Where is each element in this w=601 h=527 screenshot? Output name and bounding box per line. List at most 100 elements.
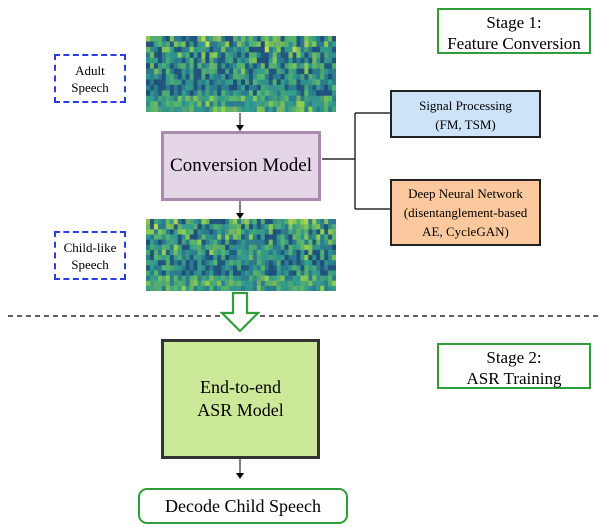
spectrogram-cell bbox=[268, 280, 274, 287]
spectrogram-cell bbox=[320, 36, 325, 42]
spectrogram-cell bbox=[157, 46, 163, 53]
spectrogram-cell bbox=[288, 249, 293, 256]
spectrogram-cell bbox=[177, 265, 183, 271]
spectrogram-cell bbox=[197, 224, 202, 230]
spectrogram-cell bbox=[185, 239, 190, 246]
spectrogram-cell bbox=[308, 106, 313, 112]
spectrogram-cell bbox=[233, 265, 238, 271]
spectrogram-cell bbox=[205, 79, 210, 86]
spectrogram-cell bbox=[197, 106, 202, 112]
spectrogram-cell bbox=[300, 265, 305, 271]
spectrogram-cell bbox=[233, 255, 238, 261]
spectrogram-cell bbox=[320, 275, 325, 282]
spectrogram-cell bbox=[284, 244, 289, 251]
spectrogram-cell bbox=[312, 106, 317, 112]
spectrogram-cell bbox=[181, 79, 186, 86]
spectrogram-cell bbox=[205, 106, 210, 112]
spectrogram-cell bbox=[308, 219, 313, 225]
spectrogram-cell bbox=[328, 219, 333, 225]
spectrogram-cell bbox=[260, 234, 266, 240]
spectrogram-cell bbox=[149, 224, 155, 230]
spectrogram-cell bbox=[304, 280, 309, 287]
spectrogram-cell bbox=[149, 249, 155, 256]
spectrogram-cell bbox=[205, 285, 210, 291]
spectrogram-cell bbox=[288, 84, 293, 91]
spectrogram-cell bbox=[332, 57, 336, 64]
spectrogram-cell bbox=[292, 265, 297, 271]
spectrogram-cell bbox=[217, 255, 222, 261]
spectrogram-cell bbox=[320, 79, 325, 86]
spectrogram-cell bbox=[300, 90, 305, 97]
spectrogram-cell bbox=[276, 260, 281, 266]
spectrogram-cell bbox=[292, 270, 297, 276]
spectrogram-cell bbox=[264, 265, 270, 271]
spectrogram-cell bbox=[181, 95, 186, 102]
spectrogram-cell bbox=[169, 41, 175, 48]
spectrogram-cell bbox=[233, 239, 238, 246]
spectrogram-cell bbox=[173, 275, 179, 282]
spectrogram-cell bbox=[272, 260, 278, 266]
spectrogram-cell bbox=[161, 255, 167, 261]
spectrogram-cell bbox=[229, 52, 234, 59]
spectrogram-cell bbox=[229, 36, 234, 42]
spectrogram-cell bbox=[201, 57, 206, 64]
spectrogram-cell bbox=[157, 275, 163, 282]
spectrogram-cell bbox=[185, 234, 190, 240]
spectrogram-cell bbox=[185, 280, 190, 287]
spectrogram-cell bbox=[308, 270, 313, 276]
spectrogram-cell bbox=[288, 260, 293, 266]
spectrogram-cell bbox=[241, 101, 246, 107]
spectrogram-cell bbox=[209, 41, 214, 48]
spectrogram-cell bbox=[304, 101, 309, 107]
spectrogram-cell bbox=[189, 270, 194, 276]
spectrogram-cell bbox=[146, 285, 151, 291]
spectrogram-cell bbox=[252, 234, 258, 240]
spectrogram-cell bbox=[304, 79, 309, 86]
spectrogram-cell bbox=[308, 260, 313, 266]
spectrogram-cell bbox=[320, 224, 325, 230]
spectrogram-cell bbox=[316, 74, 321, 80]
spectrogram-cell bbox=[217, 106, 222, 112]
spectrogram-cell bbox=[324, 46, 329, 53]
spectrogram-cell bbox=[225, 79, 230, 86]
spectrogram-cell bbox=[185, 229, 190, 235]
spectrogram-cell bbox=[252, 260, 258, 266]
spectrogram-cell bbox=[201, 265, 206, 271]
spectrogram-cell bbox=[209, 101, 214, 107]
spectrogram-cell bbox=[304, 74, 309, 80]
spectrogram-cell bbox=[268, 101, 274, 107]
spectrogram-cell bbox=[185, 79, 190, 86]
spectrogram-cell bbox=[272, 265, 278, 271]
spectrogram-cell bbox=[237, 239, 242, 246]
spectrogram-cell bbox=[233, 41, 238, 48]
spectrogram-cell bbox=[146, 101, 151, 107]
spectrogram-cell bbox=[288, 101, 293, 107]
spectrogram-cell bbox=[165, 106, 171, 112]
spectrogram-cell bbox=[221, 46, 226, 53]
spectrogram-cell bbox=[292, 79, 297, 86]
spectrogram-cell bbox=[237, 275, 242, 282]
spectrogram-cell bbox=[173, 234, 179, 240]
spectrogram-cell bbox=[264, 52, 270, 59]
spectrogram-cell bbox=[264, 229, 270, 235]
spectrogram-cell bbox=[149, 270, 155, 276]
spectrogram-cell bbox=[165, 229, 171, 235]
spectrogram-cell bbox=[169, 36, 175, 42]
spectrogram-cell bbox=[260, 229, 266, 235]
spectrogram-cell bbox=[272, 255, 278, 261]
spectrogram-cell bbox=[205, 95, 210, 102]
spectrogram-cell bbox=[193, 255, 198, 261]
spectrogram-cell bbox=[256, 285, 262, 291]
spectrogram-cell bbox=[304, 275, 309, 282]
spectrogram-cell bbox=[264, 68, 270, 75]
spectrogram-cell bbox=[244, 249, 250, 256]
spectrogram-cell bbox=[332, 106, 336, 112]
spectrogram-cell bbox=[316, 224, 321, 230]
spectrogram-cell bbox=[153, 74, 159, 80]
spectrogram-cell bbox=[260, 74, 266, 80]
spectrogram-cell bbox=[276, 52, 281, 59]
spectrogram-cell bbox=[229, 95, 234, 102]
spectrogram-cell bbox=[268, 68, 274, 75]
spectrogram-cell bbox=[173, 52, 179, 59]
spectrogram-cell bbox=[225, 280, 230, 287]
